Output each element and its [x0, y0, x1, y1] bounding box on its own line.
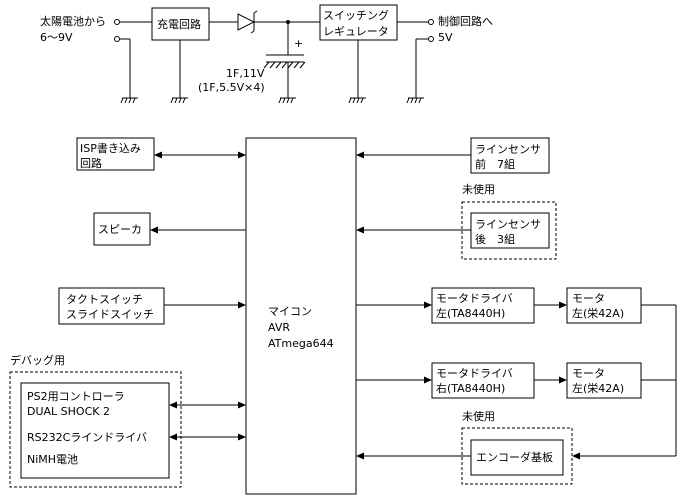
encoder-box [470, 439, 564, 476]
motor-bottom-label-2: 左(栄42A) [572, 381, 624, 395]
driver-top-label-2: 左(TA8440H) [436, 307, 505, 320]
speaker-label: スピーカ [98, 223, 142, 236]
output-label: 制御回路へ [438, 14, 493, 28]
capacitor-symbol: + [263, 37, 306, 69]
charger-box [151, 7, 210, 41]
mcu-label-2: AVR [268, 321, 290, 334]
solar-voltage-label: 6〜9V [40, 31, 73, 44]
rear-sensor-unused-outline [461, 201, 557, 260]
output-terminal-bottom [428, 36, 434, 42]
mcu-label-1: マイコン [268, 305, 312, 318]
debug-title: デバッグ用 [10, 353, 65, 367]
solar-input-label: 太陽電池から [40, 15, 106, 28]
ground-symbol [348, 97, 366, 104]
debug-box [20, 382, 170, 479]
rs232-label: RS232Cラインドライバ [27, 431, 147, 444]
motor-top-label-2: 左(栄42A) [572, 306, 624, 320]
rear-sensor-box [470, 212, 550, 249]
capacitor-config: (1F,5.5V×4) [198, 81, 265, 94]
unused-label-rear: 未使用 [462, 183, 495, 196]
output-terminal-top [428, 19, 434, 25]
ground-symbol [170, 97, 188, 104]
capacitor-rating: 1F,11V [226, 67, 265, 80]
driver-bottom-label-1: モータドライバ [436, 367, 513, 380]
ground-symbol [406, 97, 424, 104]
motor-bottom-box [566, 362, 642, 399]
motor-top-box [566, 287, 642, 324]
unused-label-encoder: 未使用 [462, 410, 495, 423]
rear-sensor-label-2: 後 3組 [475, 232, 515, 246]
solar-terminal-bottom [114, 36, 120, 42]
power-section: 太陽電池から 6〜9V 充電回路 [40, 4, 493, 104]
debug-group-outline [9, 371, 182, 488]
regulator-label-2: レギュレータ [323, 25, 389, 38]
mcu-box [245, 137, 357, 495]
regulator-box [319, 4, 398, 41]
front-sensor-label-2: 前 7組 [475, 157, 515, 171]
regulator-label-1: スイッチング [323, 8, 389, 22]
driver-bottom-label-2: 右(TA8440H) [436, 381, 505, 395]
encoder-unused-outline [461, 427, 573, 485]
output-voltage: 5V [438, 31, 453, 44]
ground-symbol [278, 97, 296, 104]
motor-bottom-label-1: モータ [572, 367, 605, 380]
isp-label-2: 回路 [80, 157, 102, 170]
dualshock-label: DUAL SHOCK 2 [27, 405, 110, 418]
capacitor-plus: + [294, 37, 303, 50]
ground-symbol [120, 97, 138, 104]
isp-box [76, 137, 155, 171]
encoder-label: エンコーダ基板 [476, 450, 553, 464]
mcu-label-3: ATmega644 [268, 337, 334, 350]
switch-label-1: タクトスイッチ [66, 293, 143, 306]
nimh-battery-label: NiMH電池 [27, 453, 78, 466]
ps2-controller-label: PS2用コントローラ [27, 390, 125, 403]
switch-label-2: スライドスイッチ [66, 308, 154, 321]
charger-label: 充電回路 [157, 17, 201, 31]
rear-sensor-label-1: ラインセンサ [475, 218, 541, 231]
front-sensor-label-1: ラインセンサ [475, 143, 541, 156]
motor-top-label-1: モータ [572, 292, 605, 305]
switch-box [58, 287, 165, 325]
driver-top-label-1: モータドライバ [436, 292, 513, 305]
speaker-box [93, 212, 151, 246]
solar-terminal-top [114, 19, 120, 25]
isp-label-1: ISP書き込み [80, 141, 141, 155]
